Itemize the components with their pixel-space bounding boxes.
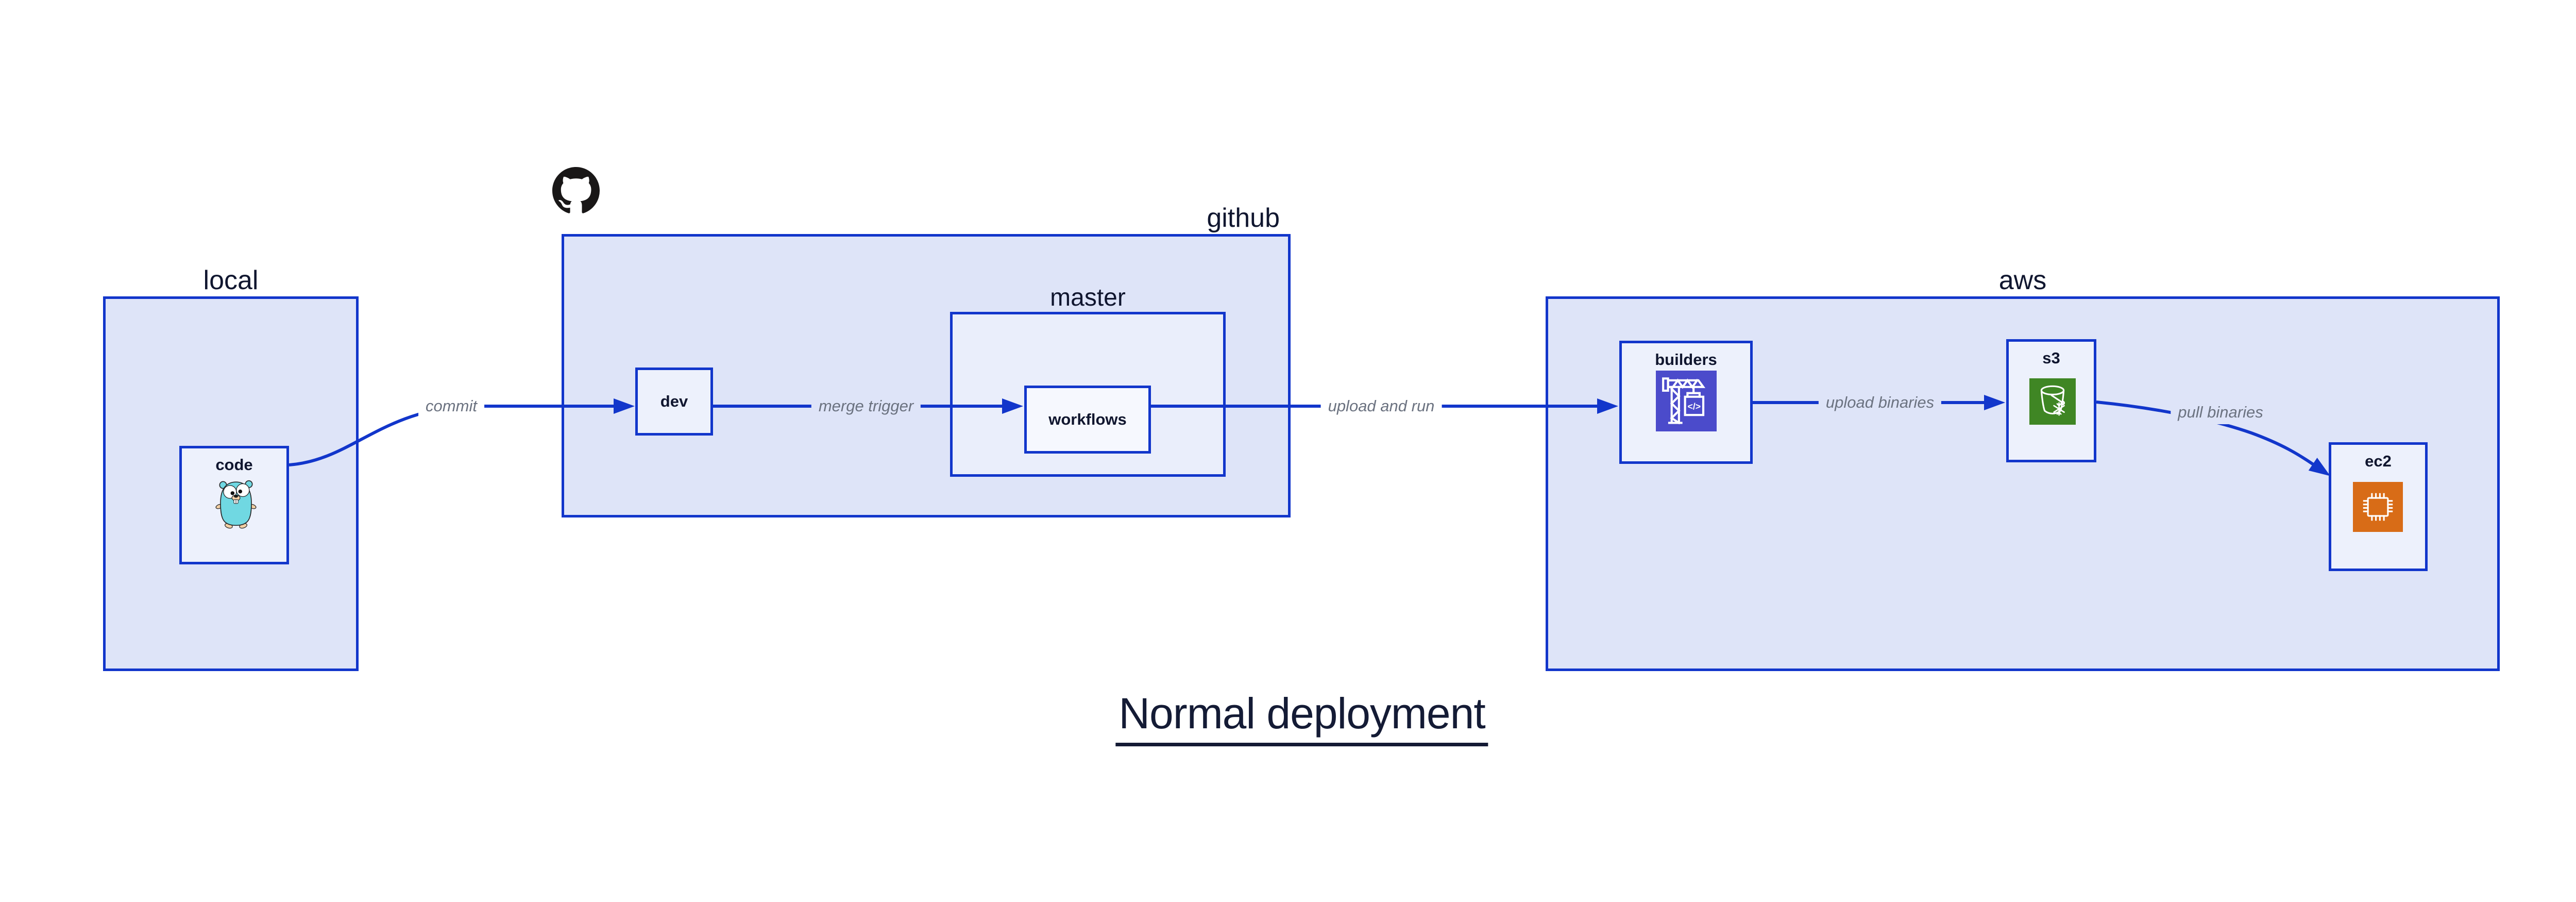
node-ec2: ec2 — [2329, 442, 2428, 571]
container-aws: aws builders </> — [1546, 265, 2500, 671]
node-workflows: workflows — [1024, 386, 1151, 454]
container-master-label: master — [1050, 284, 1126, 311]
edge-label-pull-binaries: pull binaries — [2171, 400, 2270, 424]
node-dev: dev — [635, 368, 713, 436]
node-code-label: code — [215, 456, 253, 474]
container-local: local code — [103, 265, 359, 671]
node-ec2-label: ec2 — [2365, 452, 2392, 470]
edge-label-upload-and-run: upload and run — [1320, 394, 1442, 418]
node-workflows-label: workflows — [1048, 410, 1127, 428]
container-local-label: local — [203, 265, 259, 295]
svg-text:</>: </> — [1688, 402, 1701, 412]
container-github: github dev master workflows — [562, 203, 1291, 517]
node-code: code — [179, 446, 289, 564]
container-github-label: github — [1207, 203, 1280, 233]
node-s3: s3 — [2006, 339, 2096, 462]
edge-label-upload-binaries: upload binaries — [1818, 391, 1942, 414]
edge-label-merge-trigger: merge trigger — [811, 394, 921, 418]
container-aws-label: aws — [1998, 265, 2047, 295]
node-builders-label: builders — [1655, 350, 1717, 369]
aws-codebuild-icon: </> — [1655, 371, 1718, 431]
node-builders: builders </> — [1619, 341, 1753, 464]
node-s3-label: s3 — [2042, 349, 2060, 367]
diagram-title: Normal deployment — [1115, 689, 1488, 746]
aws-s3-glacier-icon — [2029, 378, 2076, 425]
aws-ec2-icon — [2353, 481, 2403, 532]
container-master: master workflows — [950, 284, 1226, 477]
node-dev-label: dev — [660, 392, 688, 410]
edge-label-commit: commit — [418, 394, 484, 418]
github-octocat-icon — [552, 167, 600, 214]
go-gopher-icon — [214, 477, 258, 529]
